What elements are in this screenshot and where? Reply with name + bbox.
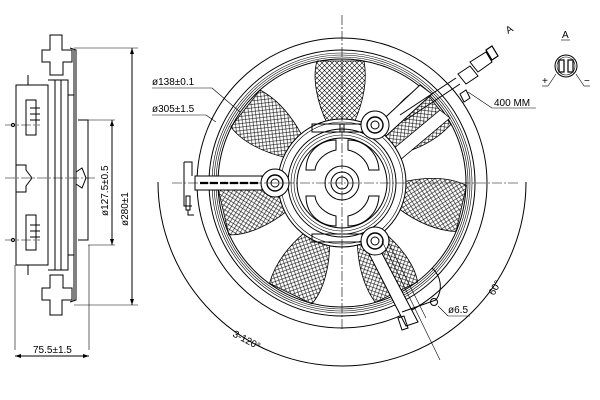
fan-blades [217, 60, 467, 305]
dim-hub-diameter: ø138±0.1 [152, 77, 195, 88]
connector-minus-terminal: − [584, 76, 590, 87]
dim-shroud-diameter: ø305±1.5 [152, 104, 195, 115]
front-view: ø138±0.1 ø305±1.5 400 MM ø6.5 3-120° 60°… [152, 15, 536, 367]
dim-mount-hole: ø6.5 [448, 305, 468, 316]
connector-view-a: A + − [542, 30, 590, 87]
dim-cable-length: 400 MM [494, 98, 530, 109]
mount-boss-bottom-right [360, 226, 390, 256]
connector-view-title: A [562, 30, 569, 41]
bottom-mount-tab [397, 267, 441, 331]
dim-angle: 60° [487, 279, 504, 298]
dim-outer-diameter: ø280±1 [120, 192, 131, 226]
fan-blade [314, 60, 366, 126]
connector-plus-terminal: + [542, 76, 548, 87]
power-cable [399, 45, 499, 122]
fan-blade [397, 177, 467, 232]
fan-blade [230, 89, 303, 159]
view-marker-a: A [504, 24, 516, 37]
dim-motor-diameter: ø127.5±0.5 [100, 165, 111, 216]
mount-pattern-arc [157, 181, 527, 367]
dim-mount-pattern: 3-120° [231, 329, 262, 353]
mount-hole [430, 298, 438, 306]
dim-depth: 75.5±1.5 [33, 345, 72, 356]
fan-blade [268, 231, 330, 305]
mount-boss-top-right [360, 110, 390, 140]
side-view: ø127.5±0.5 ø280±1 75.5±1.5 [5, 34, 138, 358]
left-mount-tab [183, 161, 194, 216]
